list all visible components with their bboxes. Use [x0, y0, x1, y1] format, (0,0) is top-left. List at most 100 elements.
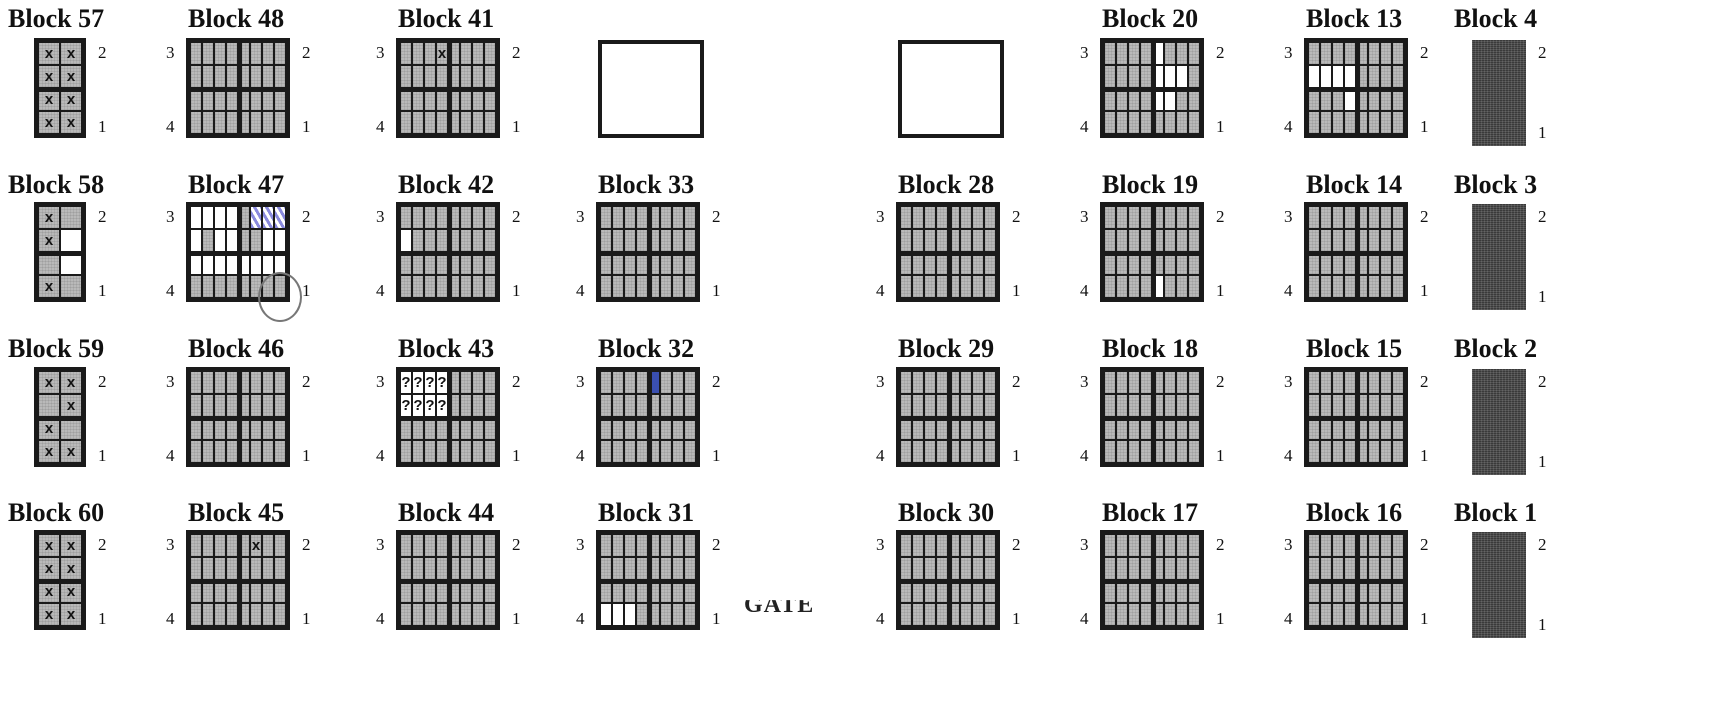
lot-cell[interactable] — [984, 580, 996, 603]
lot-cell[interactable] — [1128, 440, 1140, 463]
lot-cell[interactable]: x — [60, 42, 82, 65]
lot-cell[interactable] — [1188, 534, 1200, 557]
lot-cell[interactable] — [912, 394, 924, 417]
lot-cell[interactable] — [1344, 371, 1356, 394]
lot-cell[interactable] — [636, 252, 648, 275]
lot-cell[interactable] — [972, 534, 984, 557]
lot-cell[interactable] — [412, 42, 424, 65]
lot-cell[interactable] — [1320, 580, 1332, 603]
lot-cell[interactable] — [214, 534, 226, 557]
lot-cell[interactable] — [190, 534, 202, 557]
lot-cell[interactable] — [1320, 394, 1332, 417]
lot-cell[interactable] — [262, 371, 274, 394]
lot-cell[interactable] — [1380, 580, 1392, 603]
lot-cell[interactable] — [1392, 206, 1404, 229]
lot-cell[interactable] — [472, 275, 484, 298]
lot-cell[interactable] — [672, 229, 684, 252]
lot-cell[interactable] — [484, 42, 496, 65]
lot-cell[interactable] — [214, 394, 226, 417]
lot-cell[interactable] — [1188, 394, 1200, 417]
lot-cell[interactable] — [1176, 65, 1188, 88]
lot-cell[interactable] — [1356, 557, 1368, 580]
lot-cell[interactable] — [1320, 42, 1332, 65]
lot-cell[interactable] — [400, 206, 412, 229]
lot-cell[interactable]: x — [38, 275, 60, 298]
block-44-grid[interactable] — [396, 530, 500, 630]
lot-cell[interactable] — [1104, 275, 1116, 298]
lot-cell[interactable] — [1392, 371, 1404, 394]
lot-cell[interactable] — [460, 111, 472, 134]
lot-cell[interactable] — [250, 111, 262, 134]
lot-cell[interactable] — [1308, 42, 1320, 65]
lot-cell[interactable] — [274, 65, 286, 88]
lot-cell[interactable] — [1104, 603, 1116, 626]
lot-cell[interactable] — [948, 371, 960, 394]
lot-cell[interactable] — [1104, 371, 1116, 394]
lot-cell[interactable] — [1128, 229, 1140, 252]
lot-cell[interactable]: ? — [436, 371, 448, 394]
lot-cell[interactable] — [684, 229, 696, 252]
lot-cell[interactable] — [400, 111, 412, 134]
lot-cell[interactable] — [238, 111, 250, 134]
lot-cell[interactable] — [400, 275, 412, 298]
lot-cell[interactable] — [924, 557, 936, 580]
lot-cell[interactable] — [1308, 88, 1320, 111]
lot-cell[interactable] — [684, 440, 696, 463]
lot-cell[interactable] — [472, 580, 484, 603]
lot-cell[interactable] — [684, 534, 696, 557]
block-14-grid[interactable] — [1304, 202, 1408, 302]
lot-cell[interactable] — [274, 229, 286, 252]
lot-cell[interactable] — [400, 603, 412, 626]
lot-cell[interactable] — [1368, 580, 1380, 603]
lot-cell[interactable] — [1368, 275, 1380, 298]
lot-cell[interactable] — [202, 440, 214, 463]
lot-cell[interactable] — [900, 275, 912, 298]
lot-cell[interactable] — [984, 252, 996, 275]
lot-cell[interactable]: x — [60, 580, 82, 603]
lot-cell[interactable] — [412, 88, 424, 111]
lot-cell[interactable] — [202, 229, 214, 252]
lot-cell[interactable] — [936, 557, 948, 580]
lot-cell[interactable] — [238, 275, 250, 298]
lot-cell[interactable] — [190, 603, 202, 626]
lot-cell[interactable] — [636, 580, 648, 603]
lot-cell[interactable] — [900, 417, 912, 440]
lot-cell[interactable] — [424, 42, 436, 65]
lot-cell[interactable] — [1116, 206, 1128, 229]
lot-cell[interactable] — [1140, 275, 1152, 298]
lot-cell[interactable] — [412, 229, 424, 252]
lot-cell[interactable] — [448, 252, 460, 275]
lot-cell[interactable] — [1344, 440, 1356, 463]
lot-cell[interactable] — [472, 42, 484, 65]
lot-cell[interactable] — [226, 252, 238, 275]
lot-cell[interactable] — [1356, 371, 1368, 394]
lot-cell[interactable] — [1188, 42, 1200, 65]
lot-cell[interactable] — [1380, 229, 1392, 252]
lot-cell[interactable] — [436, 206, 448, 229]
lot-cell[interactable] — [660, 417, 672, 440]
lot-cell[interactable]: x — [60, 371, 82, 394]
lot-cell[interactable] — [600, 252, 612, 275]
lot-cell[interactable] — [1380, 275, 1392, 298]
lot-cell[interactable] — [648, 440, 660, 463]
lot-cell[interactable] — [1104, 580, 1116, 603]
lot-cell[interactable] — [1164, 111, 1176, 134]
lot-cell[interactable] — [274, 603, 286, 626]
lot-cell[interactable] — [424, 88, 436, 111]
lot-cell[interactable] — [250, 557, 262, 580]
lot-cell[interactable] — [448, 580, 460, 603]
lot-cell[interactable] — [648, 580, 660, 603]
lot-cell[interactable] — [948, 534, 960, 557]
lot-cell[interactable] — [984, 417, 996, 440]
lot-cell[interactable] — [600, 534, 612, 557]
lot-cell[interactable] — [1104, 440, 1116, 463]
lot-cell[interactable] — [412, 534, 424, 557]
lot-cell[interactable] — [924, 417, 936, 440]
lot-cell[interactable] — [400, 580, 412, 603]
lot-cell[interactable] — [1164, 534, 1176, 557]
lot-cell[interactable] — [460, 252, 472, 275]
lot-cell[interactable] — [238, 417, 250, 440]
block-17-grid[interactable] — [1100, 530, 1204, 630]
lot-cell[interactable] — [1140, 534, 1152, 557]
